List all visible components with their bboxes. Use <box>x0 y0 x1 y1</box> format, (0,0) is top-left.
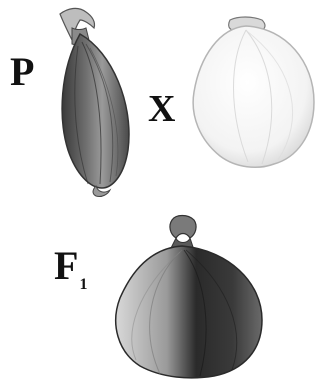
parent-label: P <box>10 52 34 92</box>
dark-elongated-onion-icon <box>60 8 129 196</box>
f1-letter: F <box>54 243 78 288</box>
f1-label: F1 <box>54 246 87 293</box>
cross-symbol: X <box>148 90 175 128</box>
white-round-onion-icon <box>193 17 314 167</box>
f1-subscript: 1 <box>79 276 87 293</box>
f1-onion-icon <box>116 216 262 378</box>
